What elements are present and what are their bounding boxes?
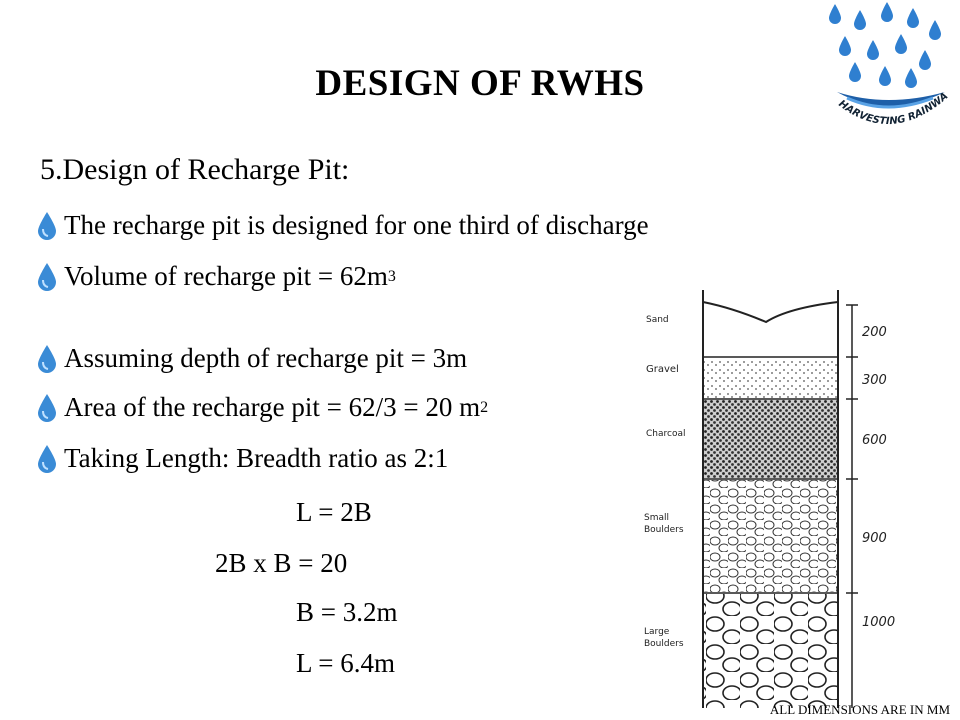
water-drop-bullet-icon <box>38 444 56 473</box>
equation-line: L = 2B <box>296 497 372 527</box>
layer-label: Small Boulders <box>644 513 684 535</box>
bullet-item: Assuming depth of recharge pit = 3m <box>36 343 467 374</box>
dimension-label: 900 <box>862 531 887 546</box>
dimension-label: 300 <box>862 373 887 388</box>
bullet-text: The recharge pit is designed for one thi… <box>64 210 649 240</box>
section-subtitle: 5.Design of Recharge Pit: <box>40 153 350 186</box>
equation-line: 2B x B = 20 <box>215 548 348 578</box>
bullet-text: Assuming depth of recharge pit = 3m <box>64 343 468 373</box>
water-drop-bullet-icon <box>38 393 56 422</box>
water-drop-bullet-icon <box>38 262 56 291</box>
dimensions-note: ALL DIMENSIONS ARE IN MM <box>769 702 950 717</box>
layer-label: Large Boulders <box>644 627 684 649</box>
equation-line: L = 6.4m <box>296 648 395 678</box>
bullet-text: Taking Length: Breadth ratio as 2:1 <box>64 443 449 473</box>
equation-line: B = 3.2m <box>296 597 398 627</box>
harvesting-rainwater-logo: HARVESTING RAINWATER <box>815 0 950 127</box>
dimension-label: 1000 <box>862 615 895 630</box>
layer-label: Sand <box>646 315 669 325</box>
raindrop-icon <box>829 2 941 88</box>
layer-label: Charcoal <box>646 429 685 439</box>
bullet-item: The recharge pit is designed for one thi… <box>36 210 649 241</box>
bullet-item: Taking Length: Breadth ratio as 2:1 <box>36 443 448 474</box>
bullet-superscript: 3 <box>387 267 396 285</box>
dimension-label: 200 <box>862 325 887 340</box>
bullet-superscript: 2 <box>480 398 489 416</box>
bullet-text: Volume of recharge pit = 62m <box>64 261 388 291</box>
slide-title: DESIGN OF RWHS <box>315 63 645 104</box>
bullet-text: Area of the recharge pit = 62/3 = 20 m <box>64 392 481 422</box>
recharge-pit-diagram: Sand Gravel Charcoal Small Boulders Larg… <box>644 290 895 708</box>
dimension-label: 600 <box>862 433 887 448</box>
water-drop-bullet-icon <box>38 211 56 240</box>
water-drop-bullet-icon <box>38 344 56 373</box>
layer-label: Gravel <box>646 364 679 375</box>
